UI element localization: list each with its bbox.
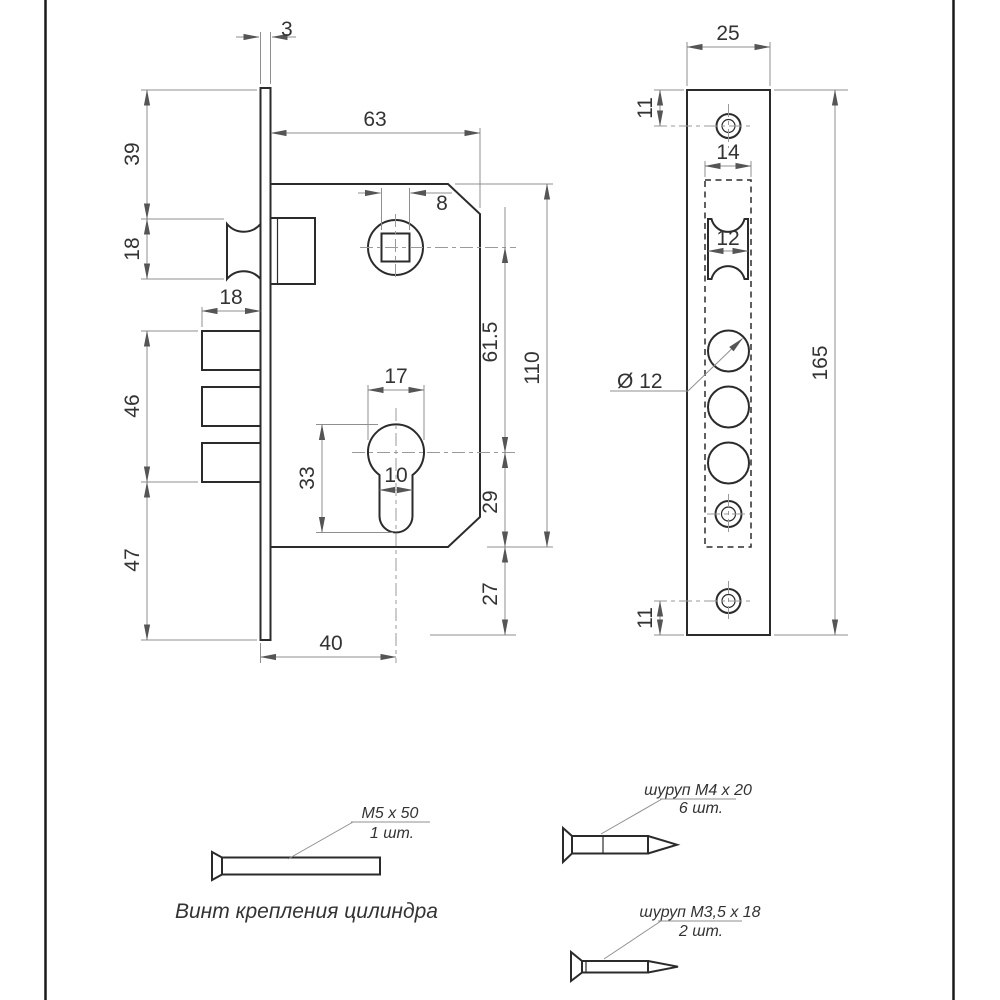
dim-11-bottom-text: 11 bbox=[634, 607, 657, 629]
dim-25-text: 25 bbox=[716, 22, 739, 45]
mount-screw-qty: 6 шт. bbox=[679, 800, 723, 817]
dim-bolt-to-plate-bottom: 47 bbox=[121, 481, 257, 641]
bolt-hole-2 bbox=[707, 385, 750, 429]
mortise-dashed-outline bbox=[704, 179, 752, 548]
dim-14-text: 14 bbox=[716, 141, 740, 164]
faceplate-side bbox=[259, 87, 272, 641]
strike-screw-shaft bbox=[581, 960, 649, 974]
dim-cylinder-height: 33 bbox=[296, 424, 393, 533]
mount-screw-point bbox=[647, 835, 681, 855]
latch-opening bbox=[707, 218, 749, 280]
cylinder-screw-qty: 1 шт. bbox=[370, 825, 414, 842]
deadbolt-1 bbox=[201, 330, 262, 371]
strike-screw-point bbox=[647, 960, 679, 974]
dim-bolt-group-height: 46 bbox=[121, 330, 198, 483]
dim-square-to-cylinder: 61.5 bbox=[479, 207, 509, 453]
cylinder-screw-head bbox=[211, 850, 223, 882]
dim-11-top-text: 11 bbox=[634, 97, 657, 119]
side-view: 3 63 39 18 18 bbox=[121, 18, 553, 663]
mount-screw-shaft bbox=[571, 835, 649, 855]
screw-hole-bottom bbox=[654, 581, 750, 621]
dim-cutout-width: 14 bbox=[704, 141, 752, 177]
cylinder-screw-caption: Винт крепления цилиндра bbox=[175, 900, 438, 923]
dim-dia12-text: Ø 12 bbox=[617, 370, 663, 393]
dim-40-text: 40 bbox=[319, 632, 342, 655]
bolt-hole-1 bbox=[707, 329, 750, 373]
dim-body-width: 63 bbox=[270, 108, 481, 208]
dim-3-text: 3 bbox=[281, 18, 293, 41]
dim-latch-opening-width: 12 bbox=[707, 227, 749, 255]
mount-screw: шуруп M4 x 20 6 шт. bbox=[562, 782, 752, 865]
dim-12-text: 12 bbox=[716, 227, 739, 250]
strike-screw-label: шуруп M3,5 x 18 bbox=[639, 904, 760, 921]
mount-screw-head bbox=[562, 825, 573, 865]
dim-17-text: 17 bbox=[384, 365, 407, 388]
cylinder-screw-label: M5 x 50 bbox=[362, 805, 419, 822]
dim-square-size: 8 bbox=[358, 188, 452, 230]
dim-18-bolt-text: 18 bbox=[219, 286, 242, 309]
dim-47-text: 47 bbox=[121, 548, 144, 571]
dim-39-text: 39 bbox=[121, 142, 144, 165]
dim-165-text: 165 bbox=[809, 345, 832, 380]
dim-cylinder-dia: 17 bbox=[367, 365, 425, 440]
screw-hole-middle bbox=[707, 494, 750, 534]
bolt-hole-3 bbox=[707, 441, 750, 485]
screw-hole-top bbox=[654, 104, 750, 148]
dim-latch-height: 18 bbox=[121, 218, 224, 280]
cylinder-screw: M5 x 50 1 шт. Винт крепления цилиндра bbox=[175, 805, 438, 923]
dim-plate-width: 25 bbox=[686, 22, 771, 86]
deadbolt-3 bbox=[201, 442, 262, 483]
faceplate-front bbox=[686, 89, 771, 636]
dim-bottom-hole-offset: 11 bbox=[634, 600, 684, 636]
strike-screw-head bbox=[570, 949, 583, 984]
dim-18-latch-text: 18 bbox=[121, 237, 144, 260]
latch-bolt bbox=[226, 221, 262, 282]
strike-screw: шуруп M3,5 x 18 2 шт. bbox=[570, 904, 761, 984]
dim-33-text: 33 bbox=[296, 466, 319, 489]
dim-bolt-throw: 18 bbox=[201, 286, 261, 327]
dim-body-height: 110 bbox=[455, 183, 553, 548]
latch-housing bbox=[269, 217, 316, 285]
front-view: 25 11 14 12 Ø 12 1 bbox=[610, 22, 848, 636]
dim-body-to-plate-bottom: 27 bbox=[430, 546, 516, 636]
dim-29-text: 29 bbox=[479, 490, 502, 513]
dim-backset: 40 bbox=[260, 632, 397, 663]
mount-screw-label: шуруп M4 x 20 bbox=[644, 782, 752, 799]
dim-stem-width: 10 bbox=[379, 464, 413, 494]
dim-cylinder-to-body-bottom: 29 bbox=[479, 452, 553, 548]
dim-110-text: 110 bbox=[521, 351, 544, 384]
dim-top-hole-offset: 11 bbox=[634, 89, 684, 127]
drawing-frame bbox=[44, 0, 955, 1000]
strike-screw-qty: 2 шт. bbox=[678, 923, 723, 940]
dim-8-text: 8 bbox=[436, 192, 448, 215]
deadbolt-2 bbox=[201, 386, 262, 427]
dim-hole-diameter: Ø 12 bbox=[610, 338, 743, 393]
dim-63-text: 63 bbox=[363, 108, 386, 131]
hardware: M5 x 50 1 шт. Винт крепления цилиндра шу… bbox=[175, 782, 761, 984]
dim-top-to-latch: 39 bbox=[121, 89, 257, 220]
lock-body-outline bbox=[269, 183, 481, 548]
dim-46-text: 46 bbox=[121, 394, 144, 417]
dim-61-5-text: 61.5 bbox=[479, 322, 502, 363]
dim-10-text: 10 bbox=[384, 464, 407, 487]
dim-plate-height: 165 bbox=[774, 89, 848, 636]
dim-27-text: 27 bbox=[479, 582, 502, 605]
cylinder-screw-shaft bbox=[221, 856, 381, 876]
dim-plate-thickness: 3 bbox=[236, 18, 296, 84]
